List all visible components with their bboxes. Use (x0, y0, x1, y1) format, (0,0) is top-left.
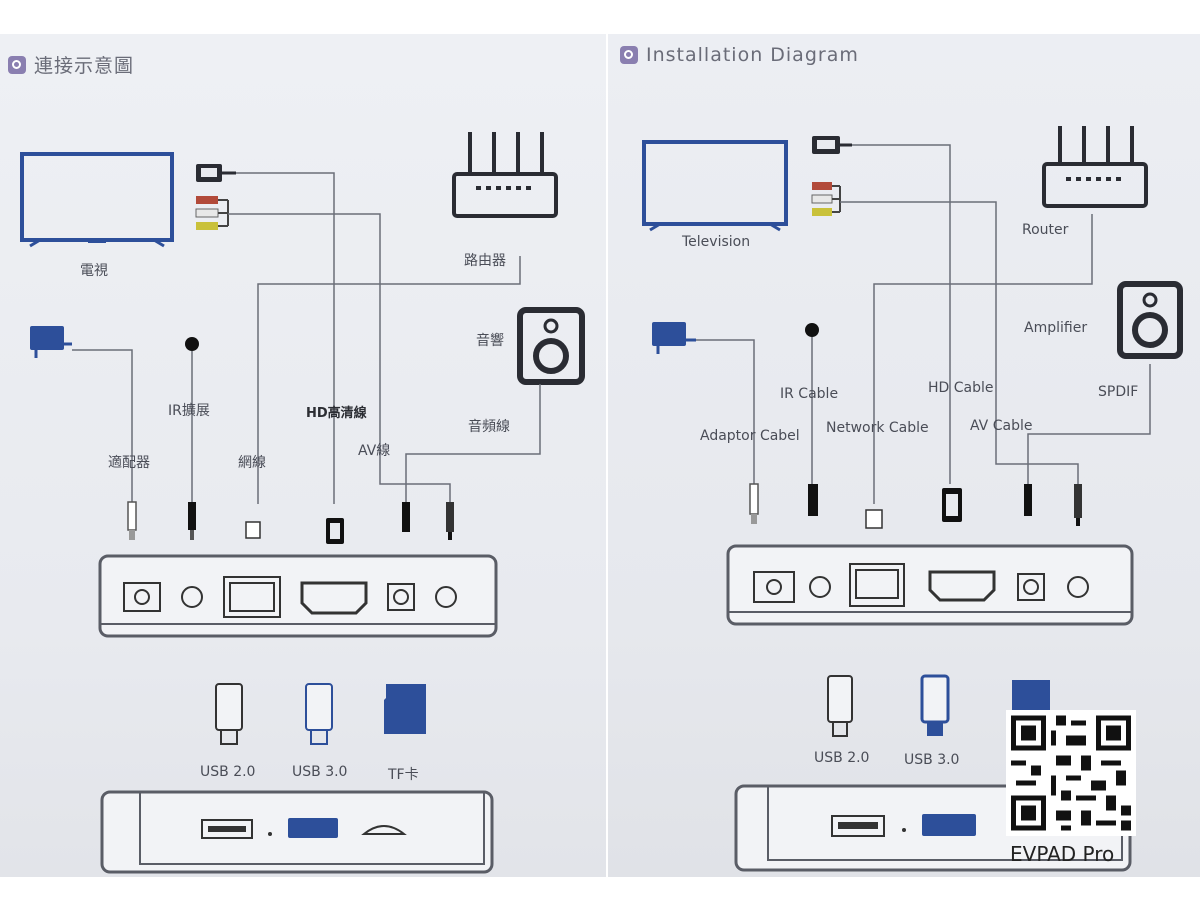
left-heading-text: 連接示意圖 (34, 55, 135, 77)
label-speaker: 音響 (476, 333, 504, 349)
usb-3-stick-icon (920, 674, 950, 736)
power-adapter-icon (652, 322, 696, 354)
router-icon (1042, 126, 1148, 208)
amplifier-icon (1117, 281, 1183, 359)
label-router: 路由器 (464, 253, 506, 269)
qr-code-icon (1006, 710, 1136, 836)
label-spdif: SPDIF (1098, 384, 1139, 400)
top-margin (0, 0, 1200, 34)
hdmi-plug-icon (196, 164, 236, 182)
qr-code-image (1006, 710, 1136, 836)
bottom-margin (0, 877, 1200, 900)
label-usb2: USB 2.0 (814, 750, 870, 766)
set-top-box-front (726, 544, 1134, 626)
cable-plugs (749, 483, 1082, 529)
label-amplifier: Amplifier (1024, 320, 1088, 336)
left-panel-chinese: 連接示意圖 電視 路由器 音響 IR擴展 HD高清線 適配器 網線 AV線 音頻… (0, 34, 606, 877)
hdmi-plug-icon (812, 136, 852, 154)
panel-divider (606, 34, 608, 877)
label-adaptor-cabel: Adaptor Cabel (700, 428, 800, 444)
label-network-cable: Network Cable (826, 420, 929, 436)
ir-receiver-icon (805, 323, 819, 337)
left-diagram (20, 132, 585, 874)
tf-card-icon (384, 684, 426, 734)
label-hd: HD高清線 (306, 406, 367, 421)
label-ir: IR擴展 (168, 403, 210, 419)
rca-plugs-icon (195, 196, 229, 230)
label-usb3: USB 3.0 (904, 752, 960, 768)
label-audio: 音頻線 (468, 419, 510, 435)
link-icon (8, 55, 26, 74)
power-adapter-icon (30, 326, 72, 358)
label-network: 網線 (238, 455, 266, 471)
left-heading: 連接示意圖 (8, 51, 134, 78)
label-hd-cable: HD Cable (928, 380, 994, 396)
label-usb3: USB 3.0 (292, 764, 348, 780)
speaker-icon (517, 307, 585, 385)
set-top-box-side (100, 790, 494, 874)
router-icon (452, 132, 558, 218)
right-heading-text: Installation Diagram (646, 44, 859, 66)
right-heading: Installation Diagram (620, 44, 859, 66)
brand-watermark: EVPAD Pro (1010, 842, 1115, 866)
rca-plugs-icon (811, 182, 841, 216)
cable-plugs (127, 501, 454, 544)
label-ir-cable: IR Cable (780, 386, 839, 402)
ir-receiver-icon (185, 337, 199, 351)
usb-3-stick-icon (305, 683, 333, 745)
label-television: Television (682, 234, 751, 250)
tv-icon (20, 152, 174, 248)
label-adapter: 適配器 (108, 455, 150, 471)
label-av: AV線 (358, 443, 391, 459)
label-tf: TF卡 (388, 767, 419, 783)
link-icon (620, 46, 638, 64)
set-top-box-front (98, 554, 498, 638)
label-router: Router (1022, 222, 1069, 238)
label-tv: 電視 (80, 263, 108, 279)
label-usb2: USB 2.0 (200, 764, 256, 780)
television-icon (642, 140, 788, 232)
usb-2-stick-icon (827, 675, 853, 737)
usb-2-stick-icon (215, 683, 243, 745)
label-av-cable: AV Cable (970, 418, 1033, 434)
